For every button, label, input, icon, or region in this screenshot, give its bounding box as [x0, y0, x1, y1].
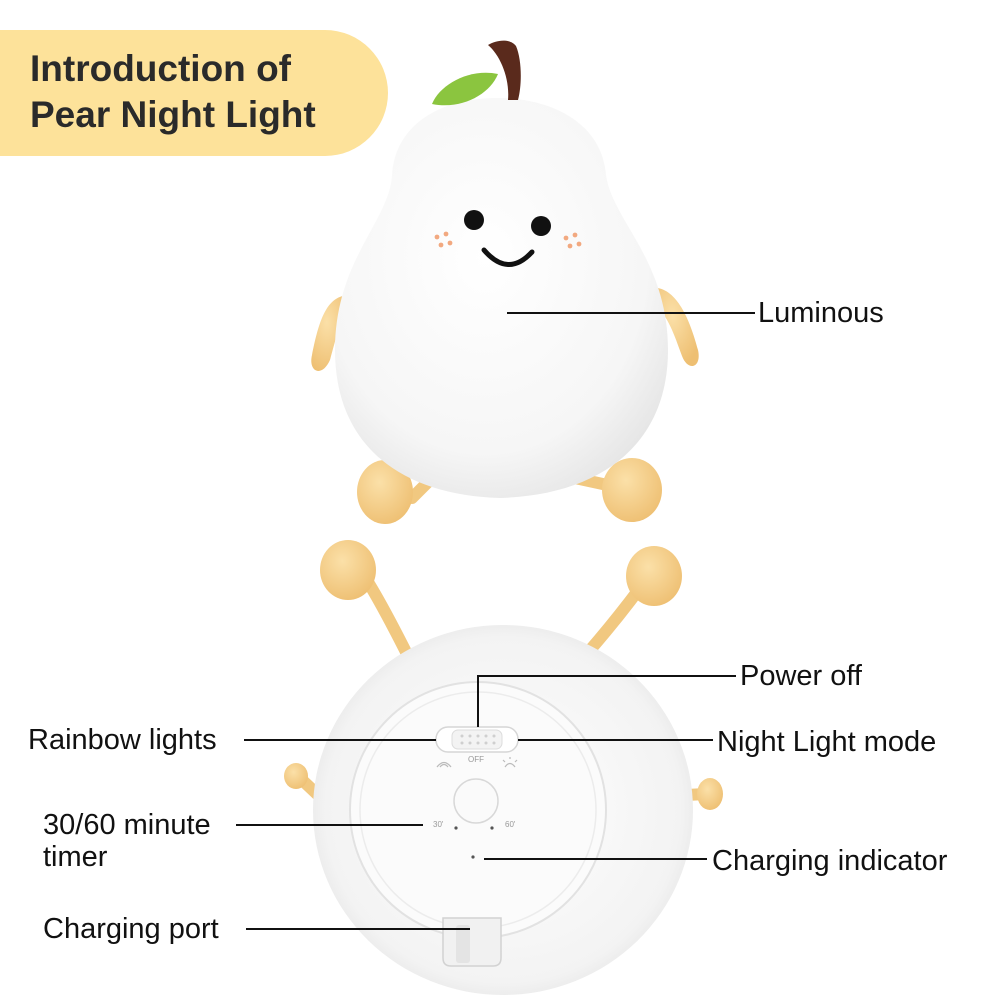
charging-port-label: Charging port	[43, 913, 219, 945]
right-foot	[602, 458, 662, 522]
night-light-mode-label: Night Light mode	[717, 726, 937, 758]
page-title: Introduction of Pear Night Light	[30, 46, 316, 138]
callout-lines	[236, 312, 755, 930]
left-freckles	[434, 231, 453, 248]
pear-front	[311, 40, 699, 524]
off-mark: OFF	[468, 755, 484, 764]
power-off-line	[477, 675, 736, 727]
timer-30-mark: 30'	[433, 820, 444, 829]
back-right-hand	[697, 778, 723, 810]
back-left-leg	[362, 576, 416, 666]
timer-30-dot	[454, 826, 458, 830]
charging-indicator-dot	[471, 855, 475, 859]
charging-indicator-label: Charging indicator	[712, 845, 948, 877]
right-arm	[655, 288, 699, 367]
pear-back	[284, 540, 723, 995]
timer-label-line-2: timer	[43, 841, 108, 873]
title-badge	[0, 30, 388, 156]
switch-grip	[460, 734, 496, 745]
rainbow-icon	[436, 761, 452, 768]
left-eye	[464, 210, 484, 230]
stem-icon	[488, 40, 521, 100]
port-slot	[456, 925, 470, 963]
timer-60-dot	[490, 826, 494, 830]
rainbow-lights-label: Rainbow lights	[28, 724, 217, 756]
night-light-icon	[502, 757, 518, 768]
title-line-1: Introduction of	[30, 48, 291, 89]
power-off-label: Power off	[740, 660, 862, 692]
timer-button[interactable]	[453, 778, 499, 824]
smile	[481, 247, 535, 267]
title-line-2: Pear Night Light	[30, 94, 316, 135]
timer-60-mark: 60'	[505, 820, 516, 829]
switch-knob[interactable]	[451, 729, 503, 750]
right-freckles	[563, 232, 582, 249]
left-foot	[357, 460, 413, 524]
back-left-hand	[284, 763, 308, 789]
charging-port[interactable]	[442, 917, 502, 967]
pear-body	[335, 98, 668, 498]
right-eye	[531, 216, 551, 236]
leaf-icon	[432, 72, 498, 106]
timer-label-line-1: 30/60 minute	[43, 809, 211, 841]
back-right-foot	[626, 546, 682, 606]
luminous-label: Luminous	[758, 297, 884, 329]
back-left-foot	[320, 540, 376, 600]
